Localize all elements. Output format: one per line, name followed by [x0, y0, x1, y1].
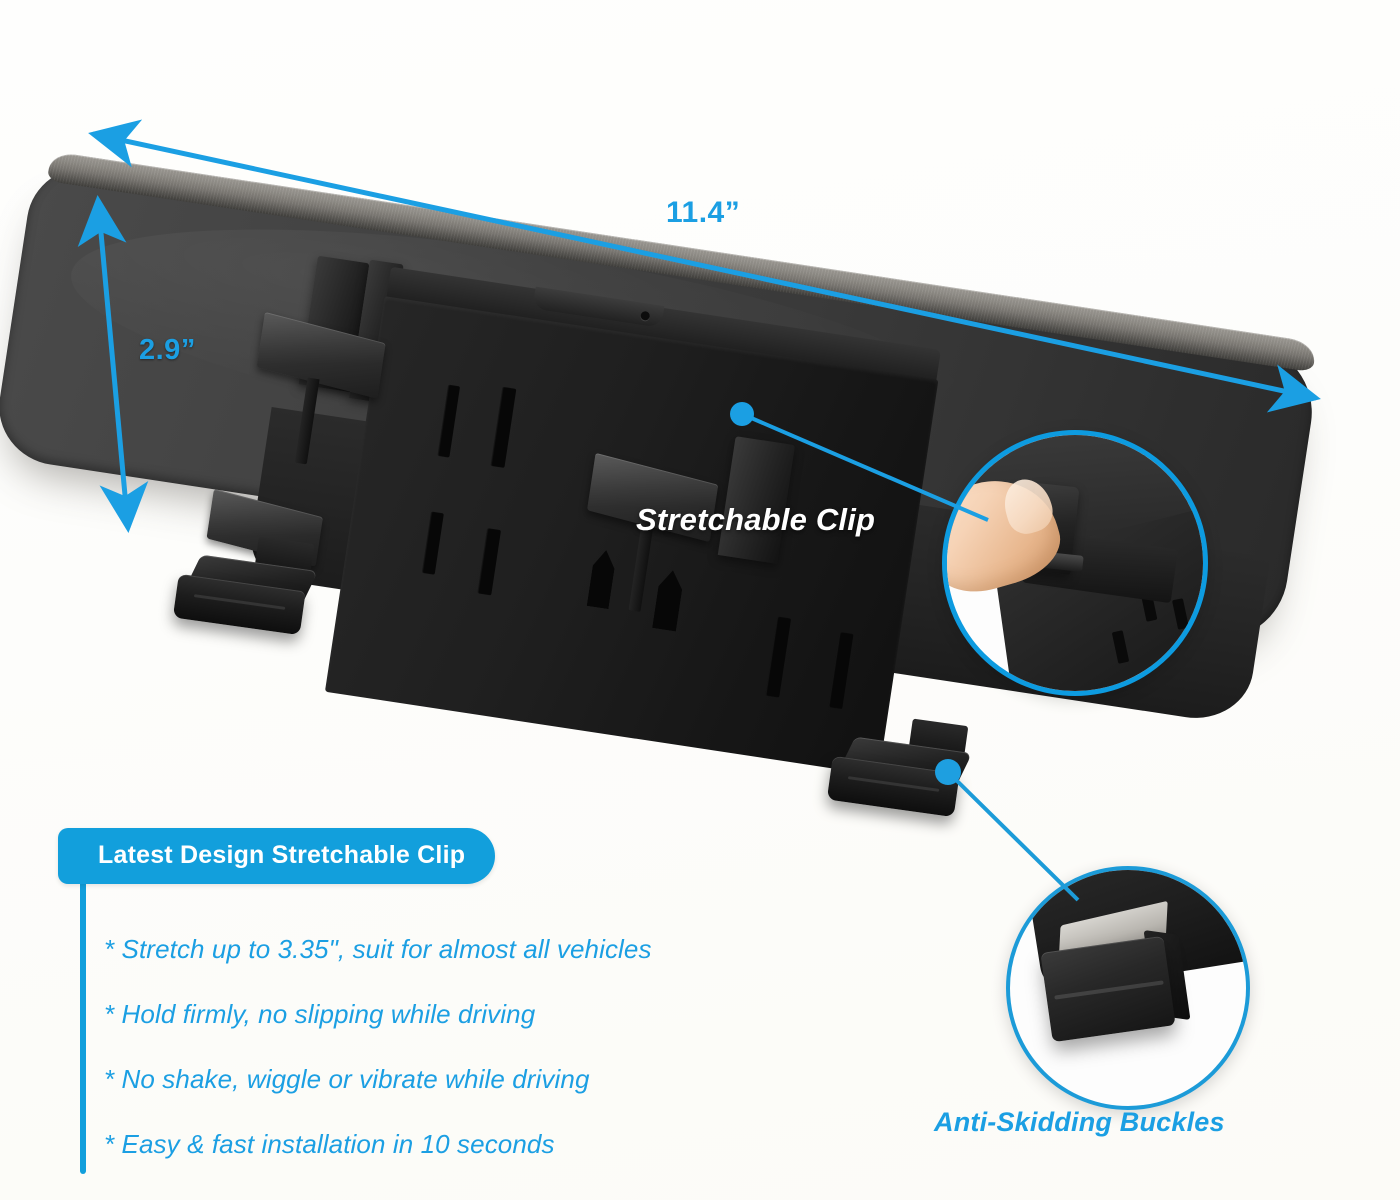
clip-hook-stem-left: [294, 377, 320, 465]
anti-skidding-buckles-callout-label: Anti-Skidding Buckles: [934, 1107, 1225, 1137]
width-dimension-label: 11.4”: [666, 196, 741, 229]
feature-bullet-item: * No shake, wiggle or vibrate while driv…: [104, 1064, 590, 1094]
magnifier-anti-skidding-buckle: [1006, 866, 1250, 1110]
stretchable-clip-assembly: [197, 120, 1002, 841]
magnifier-stretchable-clip-photo: [947, 435, 1203, 691]
feature-bullet-item: * Hold firmly, no slipping while driving: [104, 999, 536, 1029]
feature-bullet-item: * Stretch up to 3.35", suit for almost a…: [104, 934, 652, 964]
feature-bullet-item: * Easy & fast installation in 10 seconds: [104, 1129, 555, 1159]
height-dimension-label: 2.9”: [139, 334, 196, 366]
feature-card: Latest Design Stretchable Clip * Stretch…: [58, 828, 758, 1194]
magnifier-stretchable-clip: [942, 430, 1208, 696]
feature-card-badge: Latest Design Stretchable Clip: [58, 828, 496, 884]
feature-card-accent-rail: [80, 874, 86, 1174]
magnifier-anti-skidding-buckle-photo: [1010, 870, 1246, 1106]
feature-bullet-list: * Stretch up to 3.35", suit for almost a…: [58, 934, 758, 1160]
stretchable-clip-callout-label: Stretchable Clip: [636, 502, 876, 537]
